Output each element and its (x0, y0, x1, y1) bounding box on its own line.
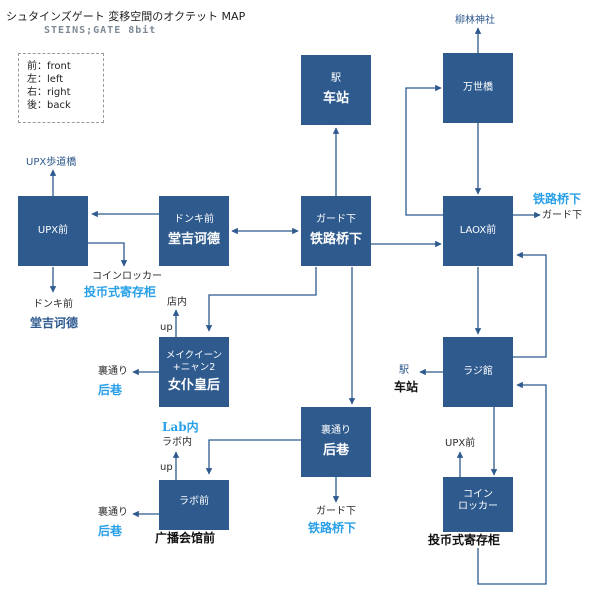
label-radi-upx: UPX前 (445, 438, 476, 449)
label-lab-up: up (160, 462, 173, 473)
node-laox-mae-jp: LAOX前 (459, 225, 497, 236)
node-radikan-jp: ラジ館 (463, 366, 493, 377)
arrow-ura-to-labo (205, 439, 301, 475)
node-donki-mae-cn: 堂吉诃德 (167, 232, 220, 247)
node-eki-cn: 车站 (322, 91, 349, 106)
node-coin-locker-jp: コイン ロッカー (458, 489, 498, 512)
label-maid-left-jp: 裏通り (98, 366, 128, 377)
node-donki-mae[interactable]: ドンキ前 堂吉诃德 (159, 196, 229, 266)
legend-item-left: 左：left (27, 74, 64, 85)
legend-item-right: 右：right (27, 87, 71, 98)
label-laox-exit-jp: ガード下 (542, 210, 582, 221)
label-upx-coin-cn: 投币式寄存柜 (84, 285, 157, 299)
label-upx-donki-jp: ドンキ前 (33, 299, 73, 310)
node-laox-mae[interactable]: LAOX前 (443, 196, 513, 266)
label-laox-exit-cn: 铁路桥下 (533, 192, 582, 206)
label-yanagibayashi: 柳林神社 (455, 15, 495, 26)
node-coin-locker[interactable]: コイン ロッカー (443, 477, 513, 532)
node-coin-locker-cn: 投币式寄存柜 (428, 533, 501, 547)
node-eki-jp: 駅 (331, 73, 341, 84)
node-ura-dori-jp: 裏通り (321, 425, 351, 436)
node-manseibashi[interactable]: 万世橋 (443, 53, 513, 123)
label-ura-bottom-jp: ガード下 (316, 506, 356, 517)
node-upx-mae-jp: UPX前 (37, 225, 69, 236)
legend-item-back: 後：back (27, 100, 71, 111)
legend-item-front: 前：front (27, 61, 71, 72)
arrow-radikan-to-laox (513, 251, 547, 358)
arrow-upx-coin (88, 242, 128, 267)
node-labo-mae-cn: 广播会馆前 (155, 531, 216, 545)
label-maid-up: up (160, 322, 173, 333)
label-radi-left-cn: 车站 (394, 380, 419, 394)
node-maid-queen-cn: 女仆皇后 (167, 378, 220, 393)
direction-legend: 前：front 左：left 右：right 後：back (18, 53, 104, 123)
label-ura-bottom-cn: 铁路桥下 (308, 521, 357, 535)
node-eki[interactable]: 駅 车站 (301, 55, 371, 125)
node-donki-mae-jp: ドンキ前 (174, 214, 214, 225)
arrow-gado-to-maid (205, 267, 317, 332)
node-ura-dori-cn: 后巷 (322, 443, 349, 458)
label-upx-coin-jp: コインロッカー (92, 271, 162, 282)
node-maid-queen-jp: メイクイーン +ニャン2 (165, 350, 223, 373)
label-radi-left-jp: 駅 (399, 365, 409, 376)
label-lab-inside-cn: Lab内 (162, 420, 199, 434)
arrow-coin-to-radikan (477, 381, 547, 585)
node-labo-mae[interactable]: ラボ前 (159, 480, 229, 530)
node-manseibashi-jp: 万世橋 (463, 82, 493, 93)
map-subtitle: STEINS;GATE 8bit (44, 25, 157, 36)
label-upx-donki-cn: 堂吉诃德 (30, 316, 79, 330)
label-lab-inside-jp: ラボ内 (162, 437, 192, 448)
label-maid-tennai: 店内 (167, 297, 187, 308)
label-upx-top: UPX歩道橋 (26, 157, 77, 168)
map-title: シュタインズゲート 変移空間のオクテット MAP (6, 10, 246, 23)
node-gado-shita-cn: 铁路桥下 (309, 232, 362, 247)
label-maid-left-cn: 后巷 (98, 383, 123, 397)
node-ura-dori[interactable]: 裏通り 后巷 (301, 407, 371, 477)
arrow-laox-to-mansei (405, 84, 443, 216)
node-labo-mae-jp: ラボ前 (179, 496, 209, 507)
node-gado-shita-jp: ガード下 (316, 214, 356, 225)
label-labo-left-cn: 后巷 (98, 524, 123, 538)
node-radikan[interactable]: ラジ館 (443, 337, 513, 407)
node-gado-shita[interactable]: ガード下 铁路桥下 (301, 196, 371, 266)
node-upx-mae[interactable]: UPX前 (18, 196, 88, 266)
label-labo-left-jp: 裏通り (98, 507, 128, 518)
node-maid-queen[interactable]: メイクイーン +ニャン2 女仆皇后 (159, 337, 229, 407)
